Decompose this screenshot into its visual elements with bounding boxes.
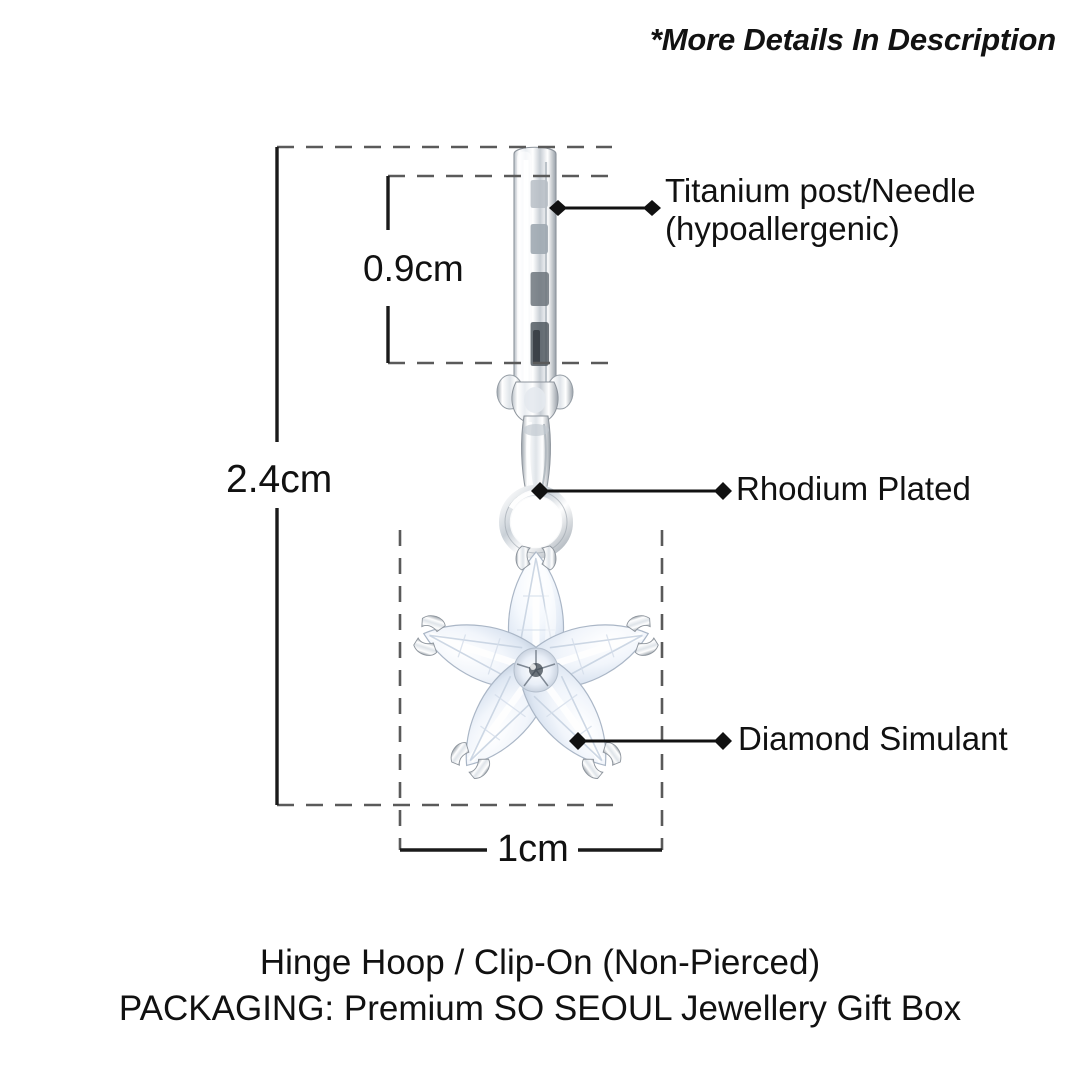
dimension-label-post-height: 0.9cm <box>363 248 464 289</box>
footer-text-block: Hinge Hoop / Clip-On (Non-Pierced) PACKA… <box>0 940 1080 1031</box>
dimension-label-total-height: 2.4cm <box>226 458 333 501</box>
footer-line-closure-type: Hinge Hoop / Clip-On (Non-Pierced) <box>259 943 821 982</box>
dimension-label-pendant-width: 1cm <box>497 828 569 870</box>
callout-rhodium-plated: Rhodium Plated <box>736 470 971 507</box>
callout-titanium-line-2: (hypoallergenic) <box>665 209 900 247</box>
header-note: *More Details In Description <box>649 22 1056 57</box>
footer-line-packaging: PACKAGING: Premium SO SEOUL Jewellery Gi… <box>118 988 962 1028</box>
callout-titanium-line-1: Titanium post/Needle <box>665 172 976 209</box>
callout-titanium-post: Titanium post/Needle (hypoallergenic) <box>665 172 976 247</box>
product-image <box>390 140 680 820</box>
callout-diamond-simulant: Diamond Simulant <box>738 720 1008 757</box>
